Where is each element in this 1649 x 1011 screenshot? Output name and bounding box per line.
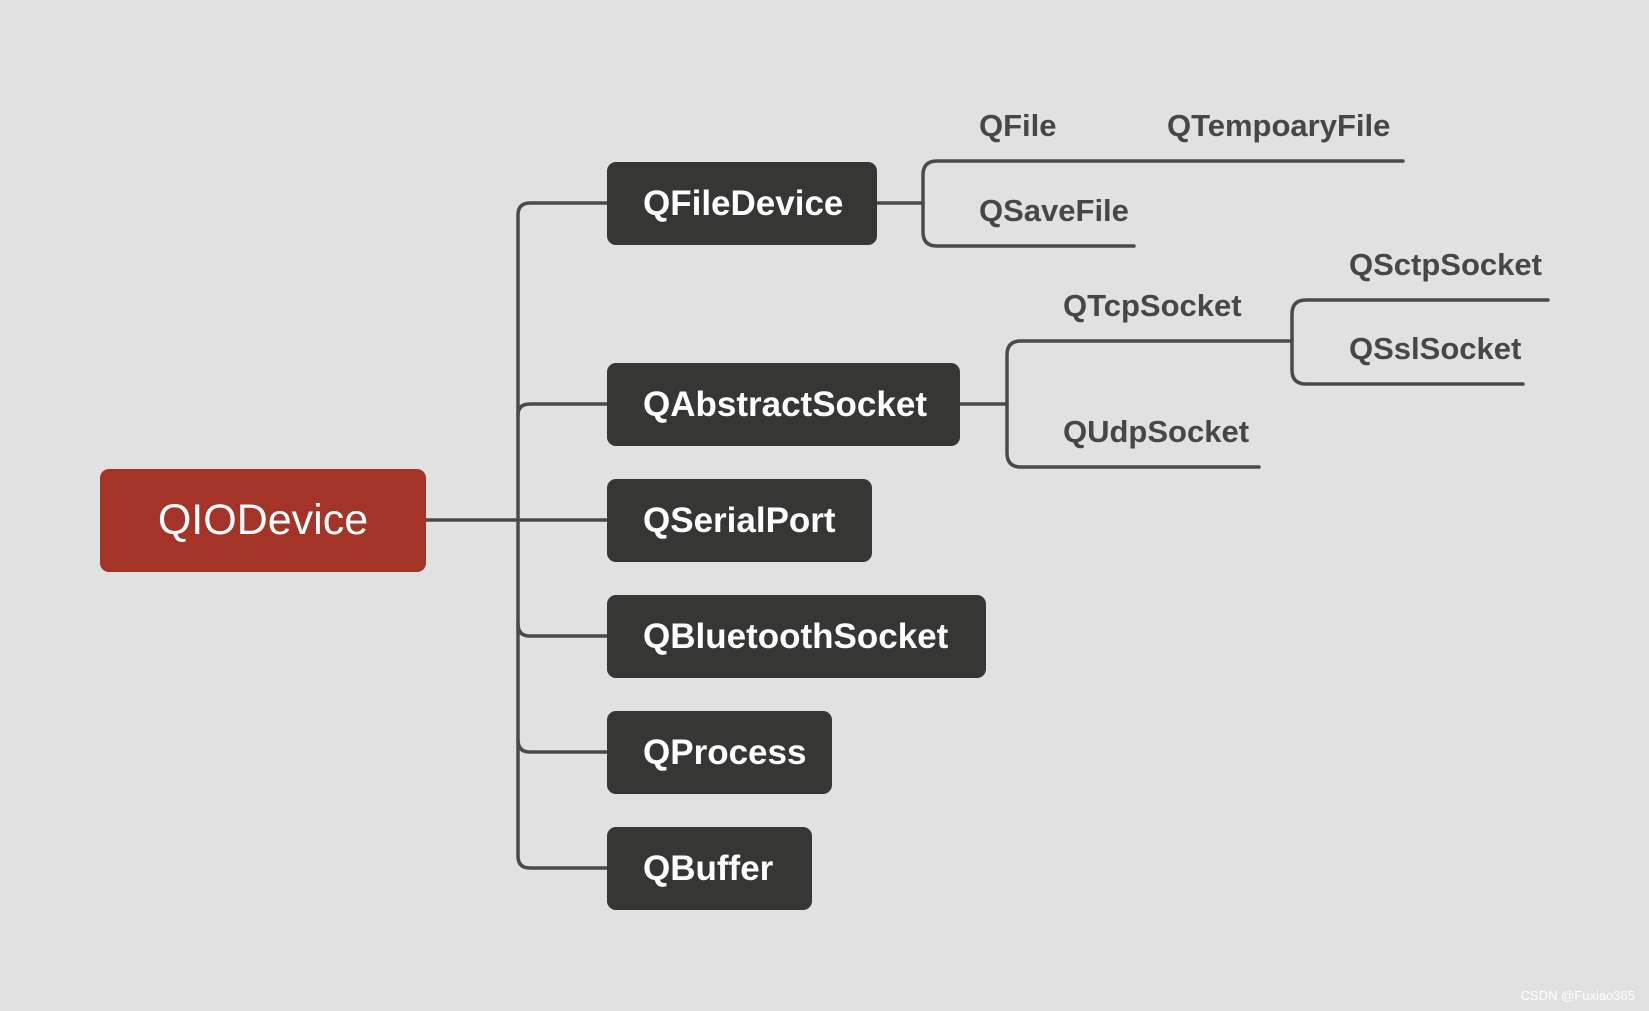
child-node-qprocess[interactable]: QProcess bbox=[607, 711, 832, 794]
leaf-node-qsctpsocket[interactable]: QSctpSocket bbox=[1349, 247, 1542, 282]
child-node-qabstractsocket[interactable]: QAbstractSocket bbox=[607, 363, 960, 446]
child-node-label: QBluetoothSocket bbox=[643, 616, 949, 656]
leaf-node-qsslsocket[interactable]: QSslSocket bbox=[1349, 331, 1522, 366]
connector-trunk bbox=[516, 201, 609, 870]
child-node-qserialport[interactable]: QSerialPort bbox=[607, 479, 872, 562]
child-node-label: QProcess bbox=[643, 732, 807, 772]
leaf-node-qtempoaryfile[interactable]: QTempoaryFile bbox=[1167, 108, 1391, 143]
child-node-label: QFileDevice bbox=[643, 183, 844, 223]
child-node-qbuffer[interactable]: QBuffer bbox=[607, 827, 812, 910]
connector-bluetoothsocket bbox=[516, 622, 609, 638]
connector-abstractsocket bbox=[516, 402, 609, 417]
connector-tcpsocket-branch bbox=[1290, 298, 1550, 386]
root-node-qiodevice[interactable]: QIODevice bbox=[100, 469, 426, 572]
root-node-label: QIODevice bbox=[157, 496, 369, 544]
leaf-node-qudpsocket[interactable]: QUdpSocket bbox=[1063, 414, 1250, 449]
child-node-label: QAbstractSocket bbox=[643, 384, 927, 424]
leaf-node-qfile[interactable]: QFile bbox=[979, 108, 1057, 143]
connector-filedevice-branch bbox=[921, 159, 1405, 248]
leaf-node-qtcpsocket[interactable]: QTcpSocket bbox=[1063, 288, 1242, 323]
connector-process bbox=[516, 738, 609, 754]
child-node-label: QSerialPort bbox=[643, 500, 836, 540]
watermark-text: CSDN @Fuxiao365 bbox=[1520, 988, 1635, 1003]
leaf-node-qsavefile[interactable]: QSaveFile bbox=[979, 193, 1129, 228]
child-node-qbluetoothsocket[interactable]: QBluetoothSocket bbox=[607, 595, 986, 678]
child-node-label: QBuffer bbox=[643, 848, 774, 888]
child-node-qfiledevice[interactable]: QFileDevice bbox=[607, 162, 877, 245]
connector-abstractsocket-branch bbox=[1005, 339, 1294, 469]
